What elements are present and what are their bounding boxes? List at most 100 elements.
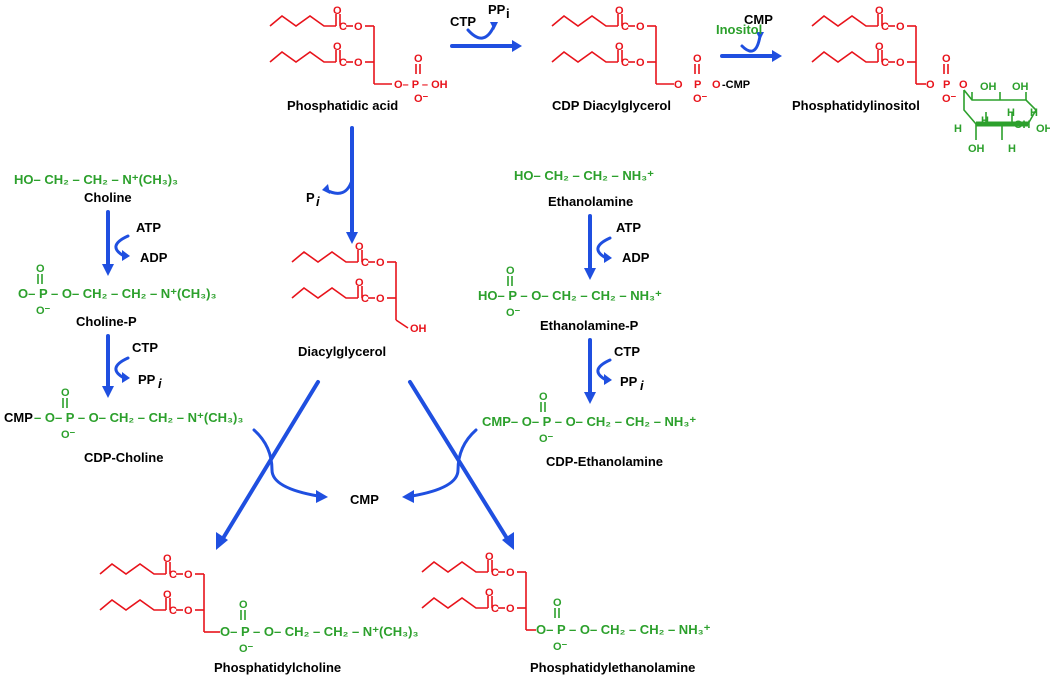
choline-p-label: Choline-P xyxy=(76,314,137,329)
svg-text:O– P – O– CH₂ – CH₂ – N⁺(CH₃)₃: O– P – O– CH₂ – CH₂ – N⁺(CH₃)₃ xyxy=(18,286,217,301)
svg-text:O: O xyxy=(926,79,935,91)
svg-text:C: C xyxy=(491,567,499,579)
svg-text:O⁻: O⁻ xyxy=(693,93,708,105)
arrow-ethanolamine-to-ethanolaminep: ATP ADP xyxy=(584,214,650,280)
arrow-ethanolaminep-to-cdpethanolamine: CTP PP i xyxy=(584,338,644,404)
ethanolamine-p-structure: O HO– P – O– CH₂ – CH₂ – NH₃⁺ O⁻ xyxy=(478,265,662,319)
svg-text:OH: OH xyxy=(1014,119,1031,131)
svg-text:C: C xyxy=(339,21,347,33)
svg-text:O: O xyxy=(615,41,624,53)
phosphatidylethanolamine-label: Phosphatidylethanolamine xyxy=(530,660,695,675)
svg-text:O: O xyxy=(354,57,363,69)
svg-text:O: O xyxy=(355,241,364,253)
svg-text:O: O xyxy=(942,53,951,65)
choline-label: Choline xyxy=(84,190,132,205)
diacylglycerol-structure: O O C C O O OH xyxy=(291,241,427,335)
cdp-diacylglycerol-structure: O O C C O O O P O O O⁻ -CMP xyxy=(551,5,750,105)
svg-text:O: O xyxy=(414,53,423,65)
svg-text:P: P xyxy=(306,190,315,205)
svg-text:O⁻: O⁻ xyxy=(506,307,521,319)
cdp-ethanolamine-label: CDP-Ethanolamine xyxy=(546,454,663,469)
svg-text:O: O xyxy=(539,391,548,403)
arrow-cholinep-to-cdpcholine: CTP PP i xyxy=(102,334,162,398)
svg-text:PP: PP xyxy=(138,372,156,387)
svg-text:O⁻: O⁻ xyxy=(942,93,957,105)
svg-text:O⁻: O⁻ xyxy=(239,643,254,655)
svg-text:C: C xyxy=(169,605,177,617)
phosphatidylinositol-structure: O O C C O O O P O O O⁻ xyxy=(811,5,968,105)
svg-text:O: O xyxy=(636,21,645,33)
svg-text:P: P xyxy=(943,79,950,91)
svg-text:Inositol: Inositol xyxy=(716,22,762,37)
svg-text:PP: PP xyxy=(620,374,638,389)
choline-p-structure: O O– P – O– CH₂ – CH₂ – N⁺(CH₃)₃ O⁻ xyxy=(18,263,217,317)
svg-text:i: i xyxy=(316,194,320,209)
arrow-dag-to-pe xyxy=(402,380,514,550)
svg-text:O: O xyxy=(376,293,385,305)
svg-text:C: C xyxy=(361,257,369,269)
svg-text:O: O xyxy=(61,387,70,399)
ethanolamine-formula: HO– CH₂ – CH₂ – NH₃⁺ xyxy=(514,168,654,183)
arrow-dag-to-pc xyxy=(216,380,328,550)
svg-text:i: i xyxy=(640,378,644,393)
svg-text:H: H xyxy=(954,123,962,135)
svg-text:O– P – OH: O– P – OH xyxy=(394,79,448,91)
cdp-diacylglycerol-label: CDP Diacylglycerol xyxy=(552,98,671,113)
svg-text:O: O xyxy=(355,277,364,289)
svg-text:C: C xyxy=(169,569,177,581)
svg-text:O: O xyxy=(636,57,645,69)
svg-text:H: H xyxy=(1007,107,1015,119)
svg-text:C: C xyxy=(361,293,369,305)
svg-text:C: C xyxy=(621,21,629,33)
svg-text:O: O xyxy=(36,263,45,275)
svg-text:P: P xyxy=(694,79,701,91)
ethanolamine-p-label: Ethanolamine-P xyxy=(540,318,639,333)
svg-text:O: O xyxy=(485,587,494,599)
svg-text:C: C xyxy=(881,57,889,69)
svg-text:CMP: CMP xyxy=(4,410,33,425)
svg-text:O: O xyxy=(485,551,494,563)
choline-formula: HO– CH₂ – CH₂ – N⁺(CH₃)₃ xyxy=(14,172,178,187)
cmp-product: CMP xyxy=(350,492,379,507)
svg-text:O⁻: O⁻ xyxy=(539,433,554,445)
svg-text:O: O xyxy=(506,265,515,277)
svg-text:ATP: ATP xyxy=(136,220,161,235)
svg-text:O: O xyxy=(163,553,172,565)
svg-text:C: C xyxy=(621,57,629,69)
svg-text:OH: OH xyxy=(980,81,997,93)
arrow-cdpdag-to-pi: Inositol CMP xyxy=(716,12,782,62)
svg-text:O: O xyxy=(896,57,905,69)
svg-text:CMP– O– P – O– CH₂ – CH₂ – NH₃: CMP– O– P – O– CH₂ – CH₂ – NH₃⁺ xyxy=(482,414,696,429)
svg-text:ATP: ATP xyxy=(616,220,641,235)
svg-text:C: C xyxy=(339,57,347,69)
svg-text:O: O xyxy=(712,79,721,91)
svg-text:O⁻: O⁻ xyxy=(414,93,429,105)
phosphatidylethanolamine-structure: O O C C O O O O– P – O– CH₂ – CH₂ – NH₃⁺… xyxy=(421,551,711,653)
svg-text:O: O xyxy=(376,257,385,269)
ethanolamine-label: Ethanolamine xyxy=(548,194,633,209)
svg-text:– O– P – O– CH₂ – CH₂ – N⁺(CH₃: – O– P – O– CH₂ – CH₂ – N⁺(CH₃)₃ xyxy=(34,410,243,425)
svg-text:O⁻: O⁻ xyxy=(61,429,76,441)
svg-text:O: O xyxy=(506,567,515,579)
svg-text:O⁻: O⁻ xyxy=(553,641,568,653)
svg-text:C: C xyxy=(881,21,889,33)
svg-text:CMP: CMP xyxy=(744,12,773,27)
svg-text:PP: PP xyxy=(488,2,506,17)
svg-text:O– P – O– CH₂ – CH₂ – NH₃⁺: O– P – O– CH₂ – CH₂ – NH₃⁺ xyxy=(536,622,711,637)
svg-text:O: O xyxy=(354,21,363,33)
svg-text:O: O xyxy=(875,5,884,17)
svg-text:ADP: ADP xyxy=(140,250,168,265)
phosphatidylcholine-structure: O O C C O O O O– P – O– CH₂ – CH₂ – N⁺(C… xyxy=(99,553,419,655)
svg-text:O: O xyxy=(553,597,562,609)
cdp-choline-label: CDP-Choline xyxy=(84,450,163,465)
svg-text:i: i xyxy=(158,376,162,391)
svg-text:CTP: CTP xyxy=(132,340,158,355)
svg-text:OH: OH xyxy=(968,143,985,155)
svg-text:O: O xyxy=(875,41,884,53)
svg-text:ADP: ADP xyxy=(622,250,650,265)
svg-text:O– P – O– CH₂ – CH₂ – N⁺(CH₃)₃: O– P – O– CH₂ – CH₂ – N⁺(CH₃)₃ xyxy=(220,624,419,639)
svg-text:O: O xyxy=(674,79,683,91)
svg-text:O: O xyxy=(163,589,172,601)
svg-text:O: O xyxy=(333,41,342,53)
